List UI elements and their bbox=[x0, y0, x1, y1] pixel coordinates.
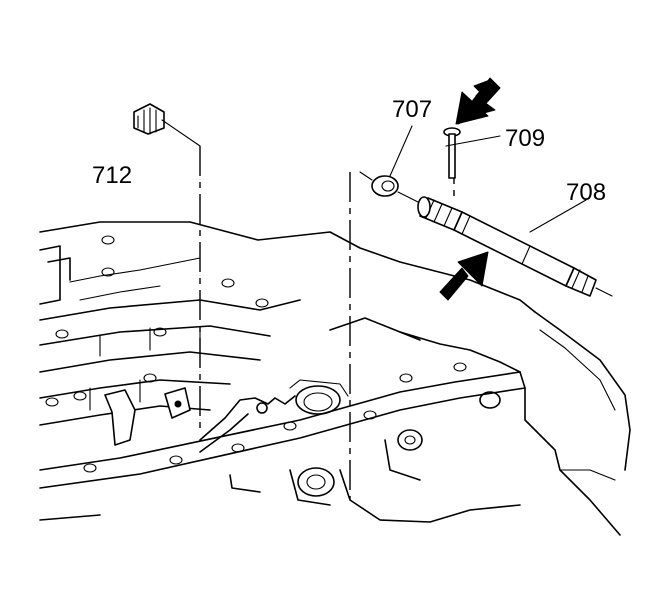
alignment-lines bbox=[199, 146, 455, 500]
leader-707 bbox=[389, 125, 413, 177]
part-712-cap bbox=[133, 103, 201, 147]
callout-709: 709 bbox=[505, 125, 545, 152]
callout-708: 708 bbox=[566, 179, 606, 206]
leader-lines bbox=[389, 125, 587, 233]
callout-712: 712 bbox=[92, 162, 132, 189]
leader-709 bbox=[445, 135, 501, 147]
arrow-pointing-up-right-icon bbox=[439, 251, 489, 301]
part-708-valve bbox=[417, 196, 613, 297]
part-707-seal bbox=[359, 171, 419, 203]
valve-body-assembly bbox=[39, 221, 631, 536]
callout-707: 707 bbox=[392, 96, 432, 123]
part-709-pin bbox=[443, 127, 461, 179]
arrow-pointing-down-left-icon bbox=[455, 77, 501, 125]
leader-708 bbox=[529, 199, 587, 233]
